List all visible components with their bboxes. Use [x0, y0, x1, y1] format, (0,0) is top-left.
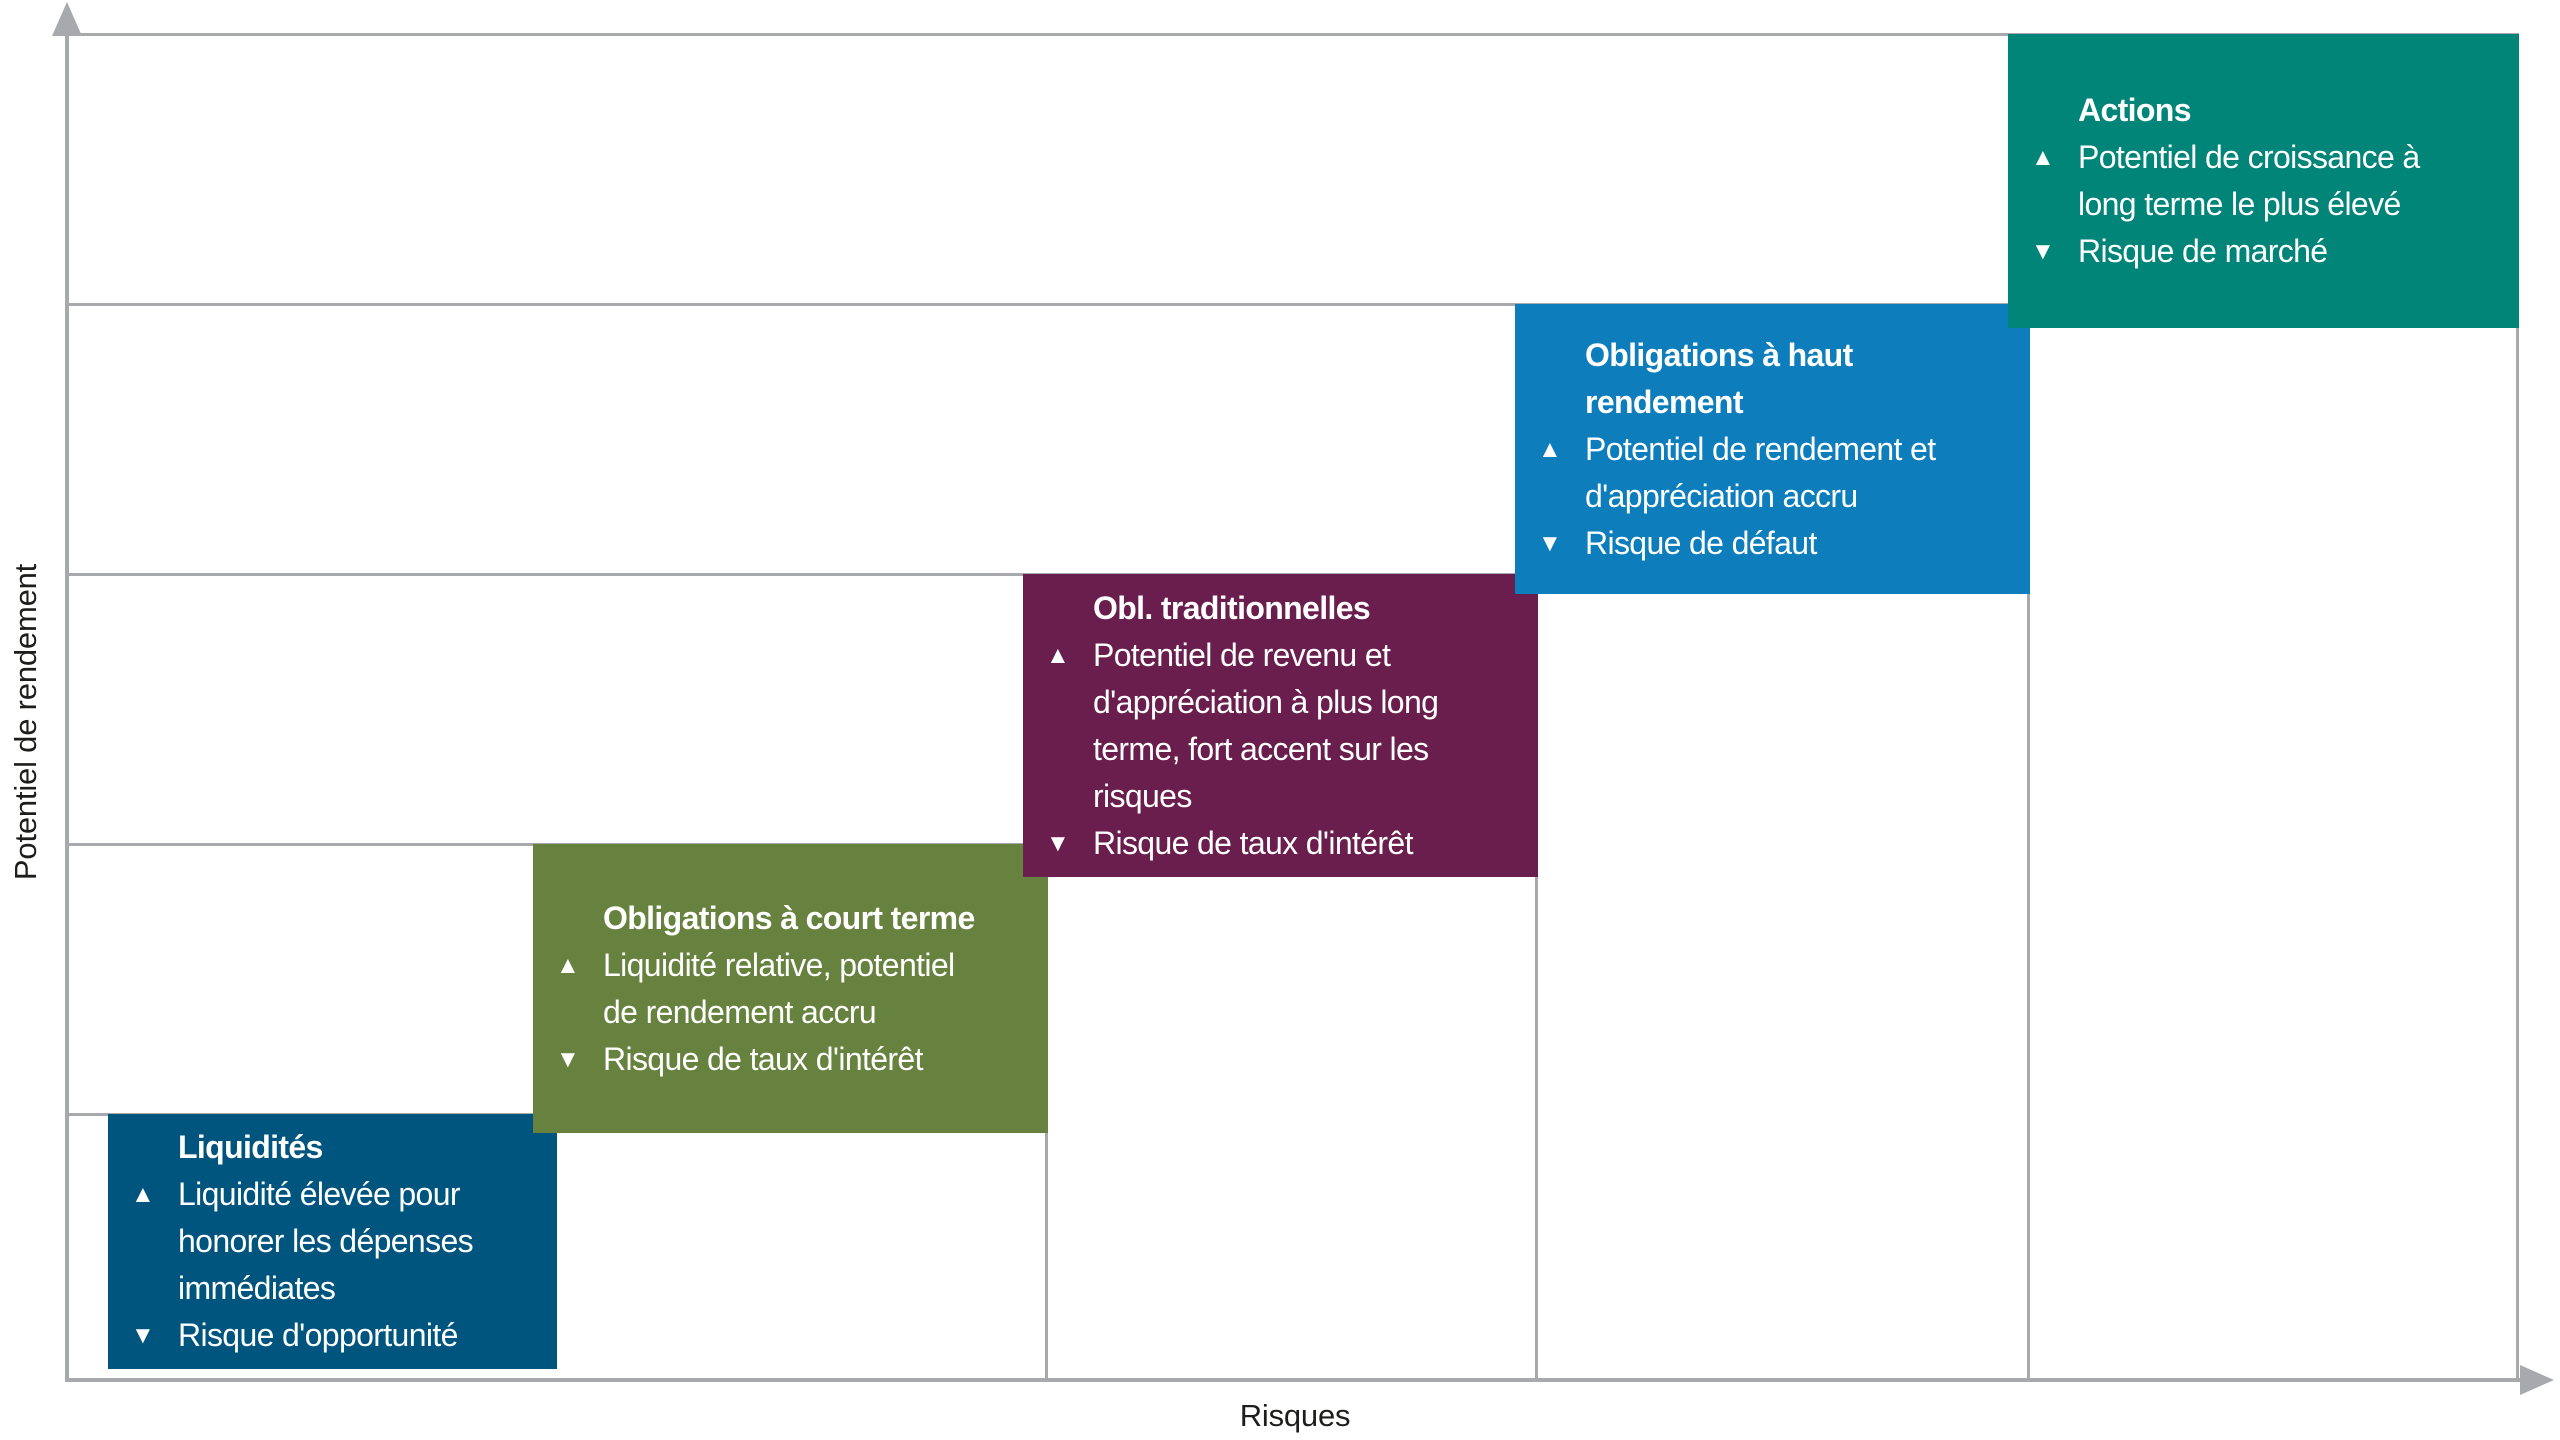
gridline-vertical-3	[2027, 304, 2030, 1380]
step-pro-text: Liquidité élevée pour honorer les dépens…	[178, 1176, 474, 1306]
down-triangle-icon: ▼	[2031, 238, 2055, 265]
up-triangle-icon: ▲	[2031, 144, 2055, 171]
y-axis-arrow-up-icon	[52, 2, 82, 36]
down-triangle-icon: ▼	[131, 1322, 155, 1349]
gridline-horizontal-1	[67, 33, 2519, 36]
step-box-obligations-traditionnelles: Obl. traditionnelles ▲ Potentiel de reve…	[1023, 574, 1538, 877]
step-con-item: ▼ Risque de taux d'intérêt	[556, 1036, 1030, 1083]
step-pro-item: ▲ Potentiel de rendement et d'appréciati…	[1538, 426, 2012, 520]
step-pro-text: Potentiel de rendement et d'appréciation…	[1585, 430, 1936, 514]
step-con-item: ▼ Risque d'opportunité	[131, 1312, 539, 1359]
x-axis-arrow-right-icon	[2520, 1365, 2554, 1395]
step-pro-item: ▲ Potentiel de croissance à long terme l…	[2031, 134, 2501, 228]
step-con-item: ▼ Risque de défaut	[1538, 520, 2012, 567]
step-box-obligations-court-terme: Obligations à court terme ▲ Liquidité re…	[533, 844, 1048, 1133]
step-title: Obligations à court terme	[603, 899, 975, 936]
down-triangle-icon: ▼	[556, 1045, 580, 1073]
up-triangle-icon: ▲	[131, 1181, 155, 1208]
step-pro-item: ▲ Potentiel de revenu et d'appréciation …	[1046, 632, 1520, 820]
up-triangle-icon: ▲	[1538, 435, 1562, 463]
down-triangle-icon: ▼	[1046, 829, 1070, 857]
step-con-text: Risque d'opportunité	[178, 1317, 458, 1353]
step-title: Liquidités	[178, 1129, 323, 1165]
step-con-text: Risque de marché	[2078, 233, 2328, 269]
step-box-obligations-haut-rendement: Obligations à haut rendement ▲ Potentiel…	[1515, 304, 2030, 594]
step-pro-item: ▲ Liquidité relative, potentiel de rende…	[556, 942, 1030, 1036]
gridline-vertical-2	[1535, 574, 1538, 1380]
down-triangle-icon: ▼	[1538, 529, 1562, 557]
step-pro-text: Potentiel de revenu et d'appréciation à …	[1093, 636, 1439, 814]
step-title: Obligations à haut rendement	[1585, 336, 1853, 420]
step-con-text: Risque de taux d'intérêt	[1093, 824, 1413, 861]
gridline-vertical-4	[2516, 34, 2519, 1380]
gridline-horizontal-3	[67, 573, 1538, 576]
y-axis-line	[65, 28, 69, 1382]
y-axis-label: Potentiel de rendement	[8, 563, 43, 881]
step-box-liquidites: Liquidités ▲ Liquidité élevée pour honor…	[108, 1114, 557, 1369]
x-axis-label: Risques	[1239, 1398, 1351, 1433]
step-pro-item: ▲ Liquidité élevée pour honorer les dépe…	[131, 1171, 539, 1312]
step-box-actions: Actions ▲ Potentiel de croissance à long…	[2008, 34, 2519, 328]
step-pro-text: Potentiel de croissance à long terme le …	[2078, 139, 2420, 222]
step-pro-text: Liquidité relative, potentiel de rendeme…	[603, 946, 955, 1030]
step-con-item: ▼ Risque de marché	[2031, 228, 2501, 275]
step-con-text: Risque de défaut	[1585, 524, 1817, 561]
up-triangle-icon: ▲	[1046, 641, 1070, 669]
step-title: Actions	[2078, 92, 2192, 128]
gridline-horizontal-2	[67, 303, 2030, 306]
step-con-text: Risque de taux d'intérêt	[603, 1040, 923, 1077]
up-triangle-icon: ▲	[556, 951, 580, 979]
step-con-item: ▼ Risque de taux d'intérêt	[1046, 820, 1520, 867]
x-axis-line	[65, 1378, 2540, 1382]
step-title: Obl. traditionnelles	[1093, 589, 1371, 626]
